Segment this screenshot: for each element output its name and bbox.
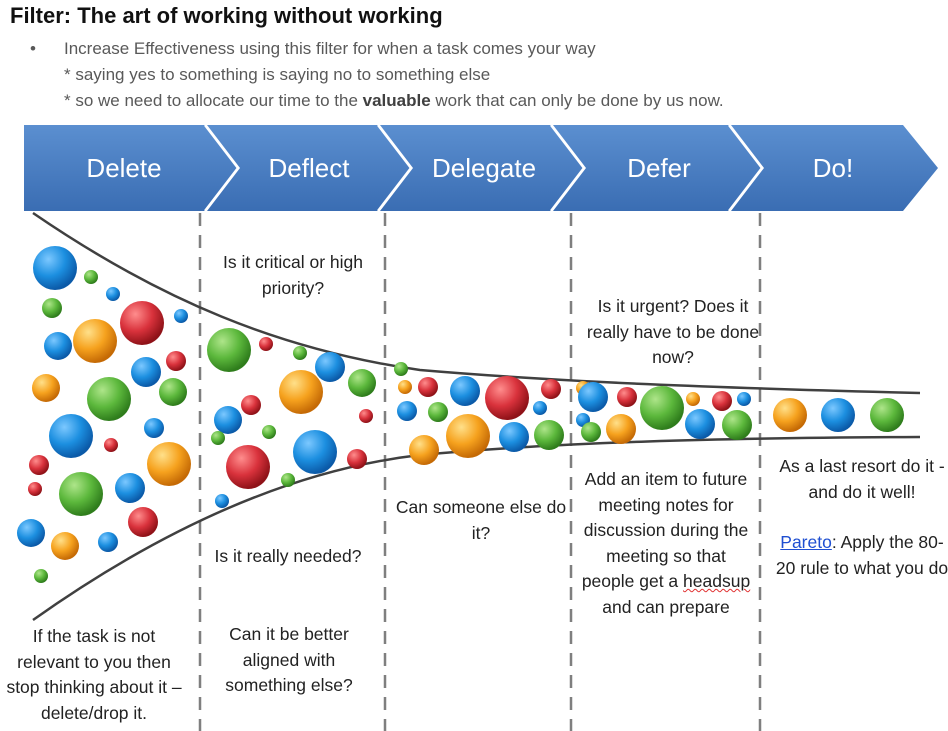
note-defer-question-urgent: Is it urgent? Does it really have to be … — [586, 296, 760, 367]
note-deflect-question-aligned: Can it be better aligned with something … — [225, 624, 353, 695]
note-delete: If the task is not relevant to you then … — [6, 626, 182, 723]
chevron-deflect — [207, 125, 411, 211]
bullet-line-3-start: * so we need to allocate our time to the — [64, 91, 363, 110]
note-defer-headsup: headsup — [683, 571, 751, 591]
note-defer-action: Add an item to future meeting notes for … — [580, 467, 752, 620]
stage-label-defer: Defer — [627, 153, 691, 183]
funnel-top-curve — [32, 211, 921, 395]
chevron-defer — [553, 125, 762, 211]
stage-label-delete: Delete — [86, 153, 161, 183]
pareto-link[interactable]: Pareto — [780, 532, 832, 552]
note-do-pareto: Pareto: Apply the 80-20 rule to what you… — [773, 530, 948, 581]
slide-title: Filter: The art of working without worki… — [10, 3, 443, 28]
note-defer-text-end: and can prepare — [602, 596, 730, 617]
note-deflect-question-needed: Is it really needed? — [214, 546, 362, 566]
bullet-line-1: Increase Effectiveness using this filter… — [64, 39, 596, 58]
bullet-line-3: * so we need to allocate our time to the… — [64, 88, 724, 114]
note-deflect-question-priority: Is it critical or high priority? — [222, 252, 364, 298]
chevron-delete — [24, 125, 238, 211]
bullet-bold-word: valuable — [362, 91, 431, 110]
note-delegate: Can someone else do it? — [395, 497, 567, 543]
bullet-marker: • — [30, 39, 36, 58]
note-do-pareto-text: : Apply the 80-20 rule to what you do — [775, 532, 948, 578]
chevron-do — [731, 125, 938, 211]
note-do-last-resort: As a last resort do it - and do it well! — [779, 456, 945, 502]
note-defer-text: Add an item to future meeting notes for … — [581, 469, 749, 591]
stage-label-delegate: Delegate — [432, 153, 536, 183]
task-balls — [17, 246, 904, 583]
chevron-delegate — [380, 125, 584, 211]
bullet-line-3-end: work that can only be done by us now. — [430, 91, 724, 110]
stage-label-deflect: Deflect — [269, 153, 351, 183]
stage-label-do: Do! — [813, 153, 853, 183]
bullet-line-2: * saying yes to something is saying no t… — [64, 65, 491, 84]
